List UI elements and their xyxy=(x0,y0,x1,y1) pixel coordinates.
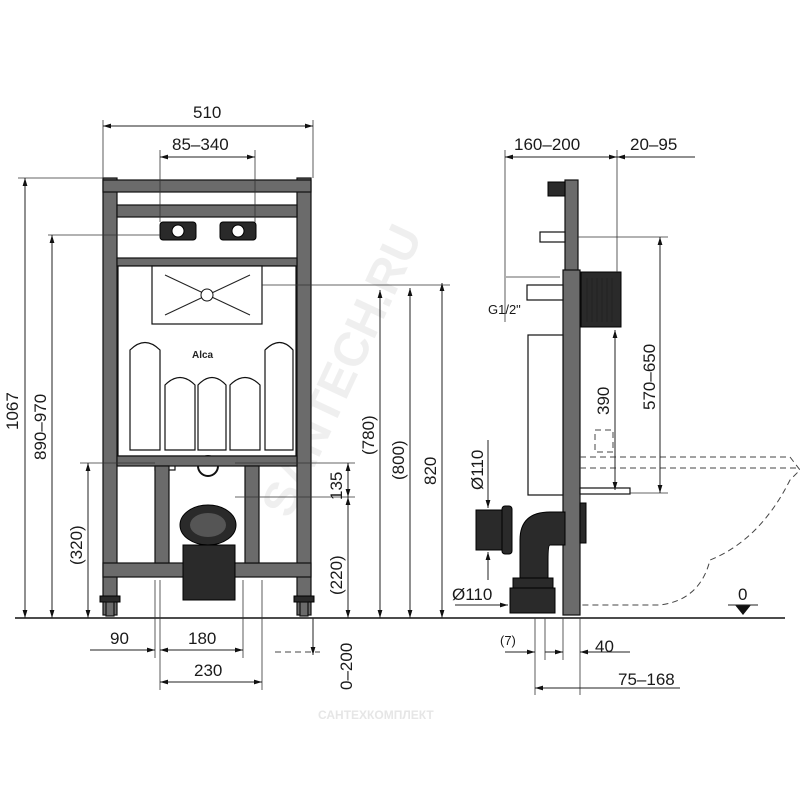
side-dimensions xyxy=(455,150,758,695)
dim-depth-extra: 20–95 xyxy=(630,135,677,154)
side-frame xyxy=(506,179,631,616)
dim-820: 820 xyxy=(421,457,440,485)
brand-logo: Alca xyxy=(192,350,214,361)
toilet-bowl-outline xyxy=(580,429,800,606)
front-dimensions xyxy=(18,120,450,690)
dim-height-adjust: 890–970 xyxy=(31,394,50,460)
dim-390: 390 xyxy=(594,387,613,415)
dim-height-total: 1067 xyxy=(3,392,22,430)
water-inlets xyxy=(48,221,257,241)
front-crossbar xyxy=(116,455,298,564)
dim-40: 40 xyxy=(595,637,614,656)
dim-inlet-spacing: 85–340 xyxy=(172,135,229,154)
dim-pipe-dia-top: Ø110 xyxy=(468,450,487,490)
watermark-bottom: САНТЕХКОМПЛЕКТ xyxy=(318,708,434,722)
front-frame xyxy=(99,177,315,617)
dim-75-168: 75–168 xyxy=(618,670,675,689)
dim-800: (800) xyxy=(389,440,408,480)
dim-220: (220) xyxy=(327,555,346,595)
dim-135: 135 xyxy=(327,472,346,500)
dim-230: 230 xyxy=(194,661,222,680)
dim-depth: 160–200 xyxy=(514,135,580,154)
front-drain xyxy=(179,504,237,601)
floor-level-label: 0 xyxy=(738,585,747,604)
cistern: Alca xyxy=(117,265,297,477)
dim-180: 180 xyxy=(188,629,216,648)
dim-7: (7) xyxy=(500,633,516,648)
dim-width-total: 510 xyxy=(193,103,221,122)
dim-90: 90 xyxy=(110,629,129,648)
water-inlet-label: G1/2" xyxy=(488,302,521,317)
side-drain xyxy=(475,502,587,614)
floor-level-marker xyxy=(735,605,751,615)
dim-crossbar-height: (320) xyxy=(67,525,86,565)
dim-780: (780) xyxy=(359,415,378,455)
dim-570-650: 570–650 xyxy=(640,344,659,410)
dim-foot-adjust: 0–200 xyxy=(337,643,356,690)
dim-pipe-dia-bottom: Ø110 xyxy=(452,585,492,604)
